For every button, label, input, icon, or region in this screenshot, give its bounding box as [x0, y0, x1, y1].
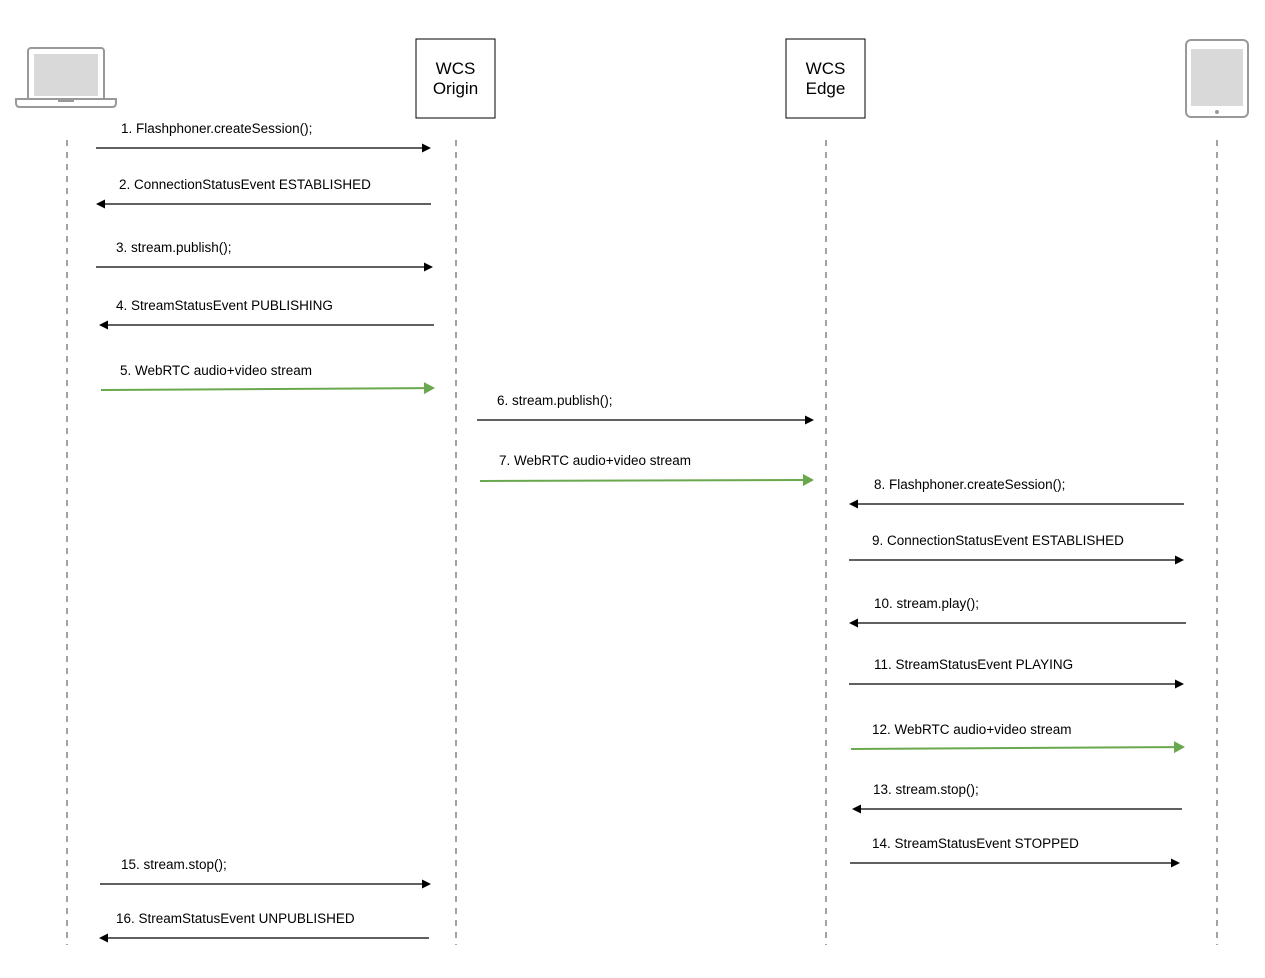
message-arrow-head: [802, 474, 814, 487]
message-label: 3. stream.publish();: [116, 240, 232, 255]
message-label: 13. stream.stop();: [873, 782, 979, 797]
message-arrow-head: [849, 499, 858, 509]
tablet-icon: [1185, 39, 1249, 118]
message-arrow-head: [1175, 679, 1184, 689]
wcs-origin-label-line2: Origin: [433, 79, 478, 98]
message-label: 5. WebRTC audio+video stream: [120, 363, 312, 378]
message-label: 9. ConnectionStatusEvent ESTABLISHED: [872, 533, 1124, 548]
message-11: 11. StreamStatusEvent PLAYING: [849, 657, 1184, 689]
message-arrow-head: [422, 143, 431, 153]
wcs-edge-label-line2: Edge: [806, 79, 846, 98]
wcs-edge-node: WCS Edge: [785, 38, 866, 119]
message-arrow-head: [1171, 858, 1180, 868]
message-label: 1. Flashphoner.createSession();: [121, 121, 312, 136]
message-arrow-head: [852, 804, 861, 814]
message-label: 6. stream.publish();: [497, 393, 613, 408]
message-5: 5. WebRTC audio+video stream: [100, 363, 435, 395]
message-1: 1. Flashphoner.createSession();: [96, 121, 431, 153]
message-label: 15. stream.stop();: [121, 857, 227, 872]
message-16: 16. StreamStatusEvent UNPUBLISHED: [99, 911, 429, 943]
message-arrow-head: [424, 262, 433, 272]
message-3: 3. stream.publish();: [96, 240, 433, 272]
message-15: 15. stream.stop();: [100, 857, 431, 889]
message-8: 8. Flashphoner.createSession();: [849, 477, 1184, 509]
message-label: 16. StreamStatusEvent UNPUBLISHED: [116, 911, 355, 926]
message-arrow-head: [96, 199, 105, 209]
message-13: 13. stream.stop();: [852, 782, 1182, 814]
message-4: 4. StreamStatusEvent PUBLISHING: [99, 298, 434, 330]
message-arrow-line: [479, 479, 804, 482]
laptop-icon: [15, 47, 117, 108]
message-label: 7. WebRTC audio+video stream: [499, 453, 691, 468]
message-arrow-line: [100, 387, 425, 391]
message-label: 8. Flashphoner.createSession();: [874, 477, 1065, 492]
message-6: 6. stream.publish();: [477, 393, 814, 425]
wcs-origin-label-line1: WCS: [436, 59, 476, 78]
wcs-origin-node: WCS Origin: [415, 38, 496, 119]
message-label: 4. StreamStatusEvent PUBLISHING: [116, 298, 333, 313]
messages: 1. Flashphoner.createSession(); 2. Connec…: [96, 121, 1186, 943]
wcs-edge-label-line1: WCS: [806, 59, 846, 78]
message-arrow-head: [99, 933, 108, 943]
message-arrow-head: [805, 415, 814, 425]
message-7: 7. WebRTC audio+video stream: [479, 453, 814, 487]
message-12: 12. WebRTC audio+video stream: [850, 722, 1185, 754]
message-arrow-head: [422, 879, 431, 889]
message-label: 11. StreamStatusEvent PLAYING: [874, 657, 1073, 672]
message-arrow-head: [1173, 741, 1185, 754]
message-arrow-line: [850, 746, 1175, 750]
message-label: 10. stream.play();: [874, 596, 979, 611]
message-arrow-head: [99, 320, 108, 330]
message-9: 9. ConnectionStatusEvent ESTABLISHED: [849, 533, 1184, 565]
message-label: 14. StreamStatusEvent STOPPED: [872, 836, 1079, 851]
message-arrow-head: [849, 618, 858, 628]
message-14: 14. StreamStatusEvent STOPPED: [850, 836, 1180, 868]
message-label: 2. ConnectionStatusEvent ESTABLISHED: [119, 177, 371, 192]
message-label: 12. WebRTC audio+video stream: [872, 722, 1071, 737]
message-arrow-head: [423, 382, 435, 395]
message-2: 2. ConnectionStatusEvent ESTABLISHED: [96, 177, 431, 209]
message-arrow-head: [1175, 555, 1184, 565]
message-10: 10. stream.play();: [849, 596, 1186, 628]
